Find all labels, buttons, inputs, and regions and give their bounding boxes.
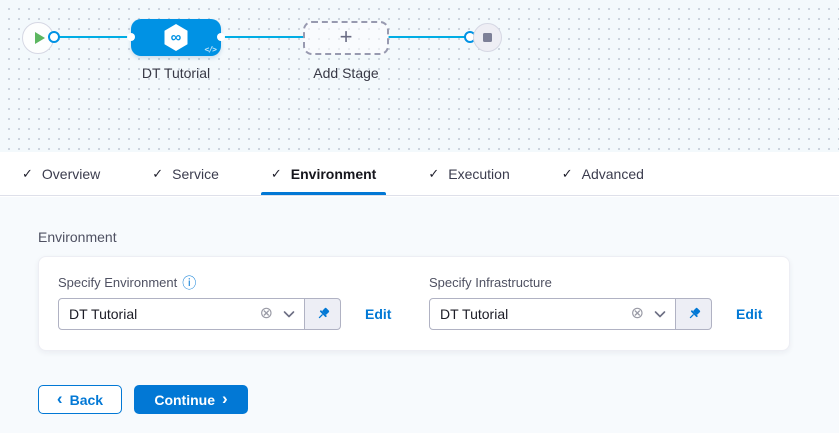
stage-node-dt-tutorial[interactable]: ∞ </> bbox=[131, 19, 221, 56]
tab-environment[interactable]: ✓ Environment bbox=[260, 152, 387, 195]
infrastructure-select[interactable]: DT Tutorial ⊗ bbox=[429, 298, 676, 330]
back-button[interactable]: ‹ Back bbox=[38, 385, 122, 414]
field-label-text: Specify Environment bbox=[58, 275, 178, 290]
pushpin-icon bbox=[689, 307, 700, 319]
node-port-right bbox=[217, 33, 225, 41]
tab-label: Advanced bbox=[581, 165, 644, 182]
plus-icon: + bbox=[339, 24, 353, 49]
code-icon: </> bbox=[204, 45, 217, 54]
pipeline-edge bbox=[220, 36, 304, 38]
check-icon: ✓ bbox=[152, 165, 164, 181]
chevron-down-icon[interactable] bbox=[283, 310, 295, 319]
deployment-hexagon-icon: ∞ bbox=[164, 24, 188, 51]
pipeline-edge bbox=[388, 36, 467, 38]
environment-field-group: Specify Environment ⓘ DT Tutorial ⊗ bbox=[58, 275, 391, 330]
tab-label: Overview bbox=[41, 165, 101, 182]
pipeline-edge bbox=[55, 36, 132, 38]
pushpin-icon bbox=[318, 307, 329, 319]
wizard-footer: ‹ Back Continue › bbox=[38, 385, 248, 414]
infrastructure-field-group: Specify Infrastructure DT Tutorial ⊗ bbox=[429, 275, 762, 330]
pin-runtime-input-button[interactable] bbox=[675, 298, 712, 330]
section-title: Environment bbox=[38, 229, 117, 245]
tab-overview[interactable]: ✓ Overview bbox=[12, 152, 110, 195]
chevron-right-icon: › bbox=[221, 389, 228, 408]
play-icon bbox=[35, 32, 45, 44]
clear-icon[interactable]: ⊗ bbox=[259, 305, 273, 322]
continue-button[interactable]: Continue › bbox=[134, 385, 248, 414]
edit-environment-link[interactable]: Edit bbox=[365, 306, 392, 322]
stage-config-tabbar: ✓ Overview ✓ Service ✓ Environment ✓ Exe… bbox=[0, 152, 839, 196]
stage-node-label: DT Tutorial bbox=[141, 65, 211, 81]
edit-infrastructure-link[interactable]: Edit bbox=[736, 306, 763, 322]
field-label-text: Specify Infrastructure bbox=[429, 275, 552, 290]
environment-card: Specify Environment ⓘ DT Tutorial ⊗ bbox=[38, 256, 790, 351]
node-port-left bbox=[127, 33, 135, 41]
tab-label: Environment bbox=[290, 165, 377, 182]
add-stage-button[interactable]: + bbox=[303, 21, 389, 55]
add-stage-label: Add Stage bbox=[313, 65, 379, 81]
back-button-label: Back bbox=[69, 391, 104, 408]
check-icon: ✓ bbox=[270, 165, 282, 181]
environment-tab-panel: Environment Specify Environment ⓘ DT Tut… bbox=[0, 197, 839, 433]
infrastructure-select-value: DT Tutorial bbox=[440, 306, 509, 322]
environment-select-value: DT Tutorial bbox=[69, 306, 138, 322]
stop-icon bbox=[483, 33, 492, 42]
chevron-left-icon: ‹ bbox=[56, 389, 63, 408]
check-icon: ✓ bbox=[561, 165, 573, 181]
edge-connector-ring bbox=[48, 31, 60, 43]
environment-select[interactable]: DT Tutorial ⊗ bbox=[58, 298, 305, 330]
field-label: Specify Environment ⓘ bbox=[58, 275, 391, 290]
clear-icon[interactable]: ⊗ bbox=[630, 305, 644, 322]
pipeline-end-node[interactable] bbox=[473, 23, 502, 52]
infrastructure-control-row: DT Tutorial ⊗ Edit bbox=[429, 298, 762, 330]
infinity-icon: ∞ bbox=[170, 29, 182, 46]
pin-runtime-input-button[interactable] bbox=[304, 298, 341, 330]
info-icon[interactable]: ⓘ bbox=[182, 274, 197, 291]
tab-label: Service bbox=[172, 165, 219, 182]
field-label: Specify Infrastructure bbox=[429, 275, 762, 290]
check-icon: ✓ bbox=[22, 165, 33, 181]
chevron-down-icon[interactable] bbox=[654, 310, 666, 319]
environment-control-row: DT Tutorial ⊗ Edit bbox=[58, 298, 391, 330]
tab-service[interactable]: ✓ Service bbox=[142, 152, 229, 195]
tab-advanced[interactable]: ✓ Advanced bbox=[552, 152, 654, 195]
tab-execution[interactable]: ✓ Execution bbox=[418, 152, 519, 195]
continue-button-label: Continue bbox=[154, 391, 215, 408]
tab-label: Execution bbox=[448, 165, 510, 182]
pipeline-canvas: ∞ </> DT Tutorial + Add Stage bbox=[0, 0, 839, 152]
check-icon: ✓ bbox=[428, 165, 440, 181]
